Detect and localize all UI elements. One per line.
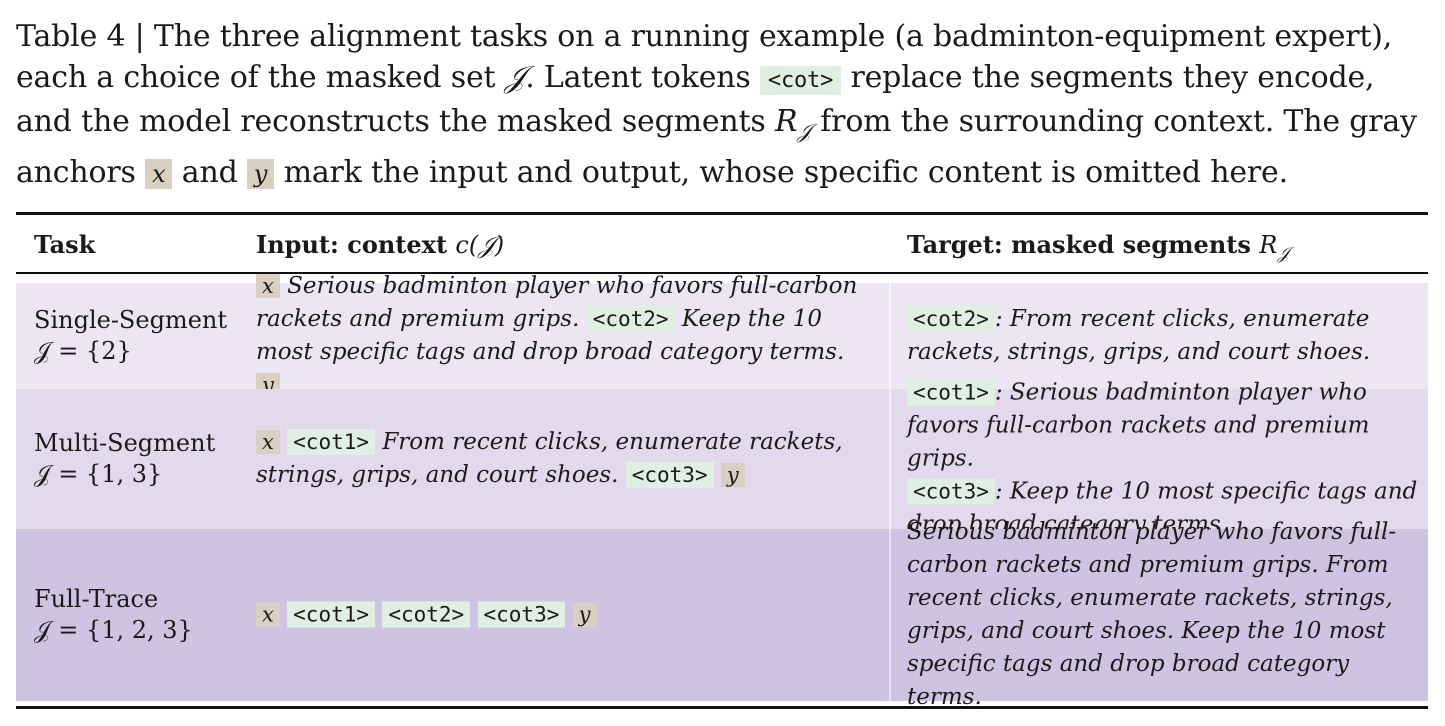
latent-token: <cot3> (477, 601, 566, 628)
task-set: 𝒥 = {1, 3} (34, 460, 163, 488)
anchor-x: x (256, 430, 280, 454)
caption-text: . Latent tokens (525, 60, 760, 95)
latent-token: <cot3> (625, 462, 714, 488)
caption-text: from the surrounding context. The gray a… (16, 104, 1417, 190)
header-input: Input: context c(𝒥) (256, 230, 504, 259)
bottom-rule (16, 706, 1428, 709)
input-text: From recent clicks, enumerate rackets, s… (256, 429, 843, 488)
masked-segments-symbol: R𝒥 (774, 104, 811, 143)
header-task: Task (34, 230, 96, 259)
latent-token: <cot2> (907, 306, 995, 332)
header-r-subscript: 𝒥 (1277, 243, 1290, 264)
caption-text: Table 4 | The three alignment tasks on a… (16, 19, 1393, 95)
latent-token: <cot2> (586, 306, 675, 332)
r-subscript: 𝒥 (797, 119, 811, 143)
target-cell: <cot2>: From recent clicks, enumerate ra… (907, 303, 1422, 369)
latent-token: <cot3> (907, 478, 995, 505)
column-separator (889, 389, 891, 529)
masked-set-symbol: 𝒥 (504, 60, 526, 95)
target-text: : Serious badminton player who favors fu… (907, 379, 1370, 472)
latent-token: <cot1> (907, 379, 995, 406)
table-row: Full-Trace 𝒥 = {1, 2, 3} x <cot1> <cot2>… (16, 519, 1428, 710)
task-cell: Single-Segment 𝒥 = {2} (34, 305, 254, 367)
top-rule (16, 212, 1428, 215)
task-name: Full-Trace (34, 585, 159, 613)
header-target-math: R𝒥 (1259, 231, 1289, 264)
caption-text: replace the segments they encode, and th… (16, 60, 1375, 139)
task-name: Multi-Segment (34, 429, 216, 457)
anchor-y: y (246, 159, 275, 189)
anchor-x: x (256, 602, 280, 627)
latent-token: <cot1> (287, 601, 376, 628)
task-name: Single-Segment (34, 306, 227, 334)
task-cell: Multi-Segment 𝒥 = {1, 3} (34, 428, 254, 490)
task-set: 𝒥 = {2} (34, 337, 132, 365)
caption-text: and (172, 155, 247, 190)
column-separator (889, 283, 891, 389)
header-target-label: Target: masked segments (907, 230, 1260, 259)
target-text: : Keep the 10 most specific tags and dro… (907, 478, 1418, 538)
target-text: : From recent clicks, enumerate rackets,… (907, 306, 1371, 365)
input-cell: x Serious badminton player who favors fu… (256, 270, 871, 402)
target-text: Serious badminton player who favors full… (907, 519, 1397, 710)
input-text: Keep the 10 most specific tags and drop … (256, 306, 845, 365)
input-cell: x <cot1> <cot2> <cot3> y (256, 599, 871, 632)
latent-token: <cot> (759, 66, 842, 95)
r-symbol: R (774, 104, 798, 139)
header-input-math: c(𝒥) (455, 231, 505, 259)
anchor-x: x (145, 159, 173, 189)
task-cell: Full-Trace 𝒥 = {1, 2, 3} (34, 584, 254, 646)
header-input-label: Input: context (256, 230, 456, 259)
table-caption: Table 4 | The three alignment tasks on a… (16, 16, 1430, 195)
table-row: Multi-Segment 𝒥 = {1, 3} x <cot1> From r… (16, 379, 1428, 538)
anchor-x: x (256, 274, 280, 298)
target-cell: Serious badminton player who favors full… (907, 516, 1422, 714)
header-target: Target: masked segments R𝒥 (907, 230, 1289, 264)
anchor-y: y (720, 463, 745, 487)
input-text: Serious badminton player who favors full… (256, 273, 858, 332)
latent-token: <cot2> (382, 601, 471, 628)
target-cell: <cot1>: Serious badminton player who fav… (907, 377, 1422, 542)
caption-text: mark the input and output, whose specifi… (274, 155, 1289, 190)
latent-token: <cot1> (287, 429, 376, 455)
header-r-symbol: R (1259, 231, 1278, 259)
input-cell: x <cot1> From recent clicks, enumerate r… (256, 426, 871, 492)
column-separator (889, 529, 891, 701)
table-row: Single-Segment 𝒥 = {2} x Serious badmint… (16, 273, 1428, 397)
task-set: 𝒥 = {1, 2, 3} (34, 616, 193, 644)
header-rule (16, 272, 1428, 274)
anchor-y: y (572, 602, 597, 627)
